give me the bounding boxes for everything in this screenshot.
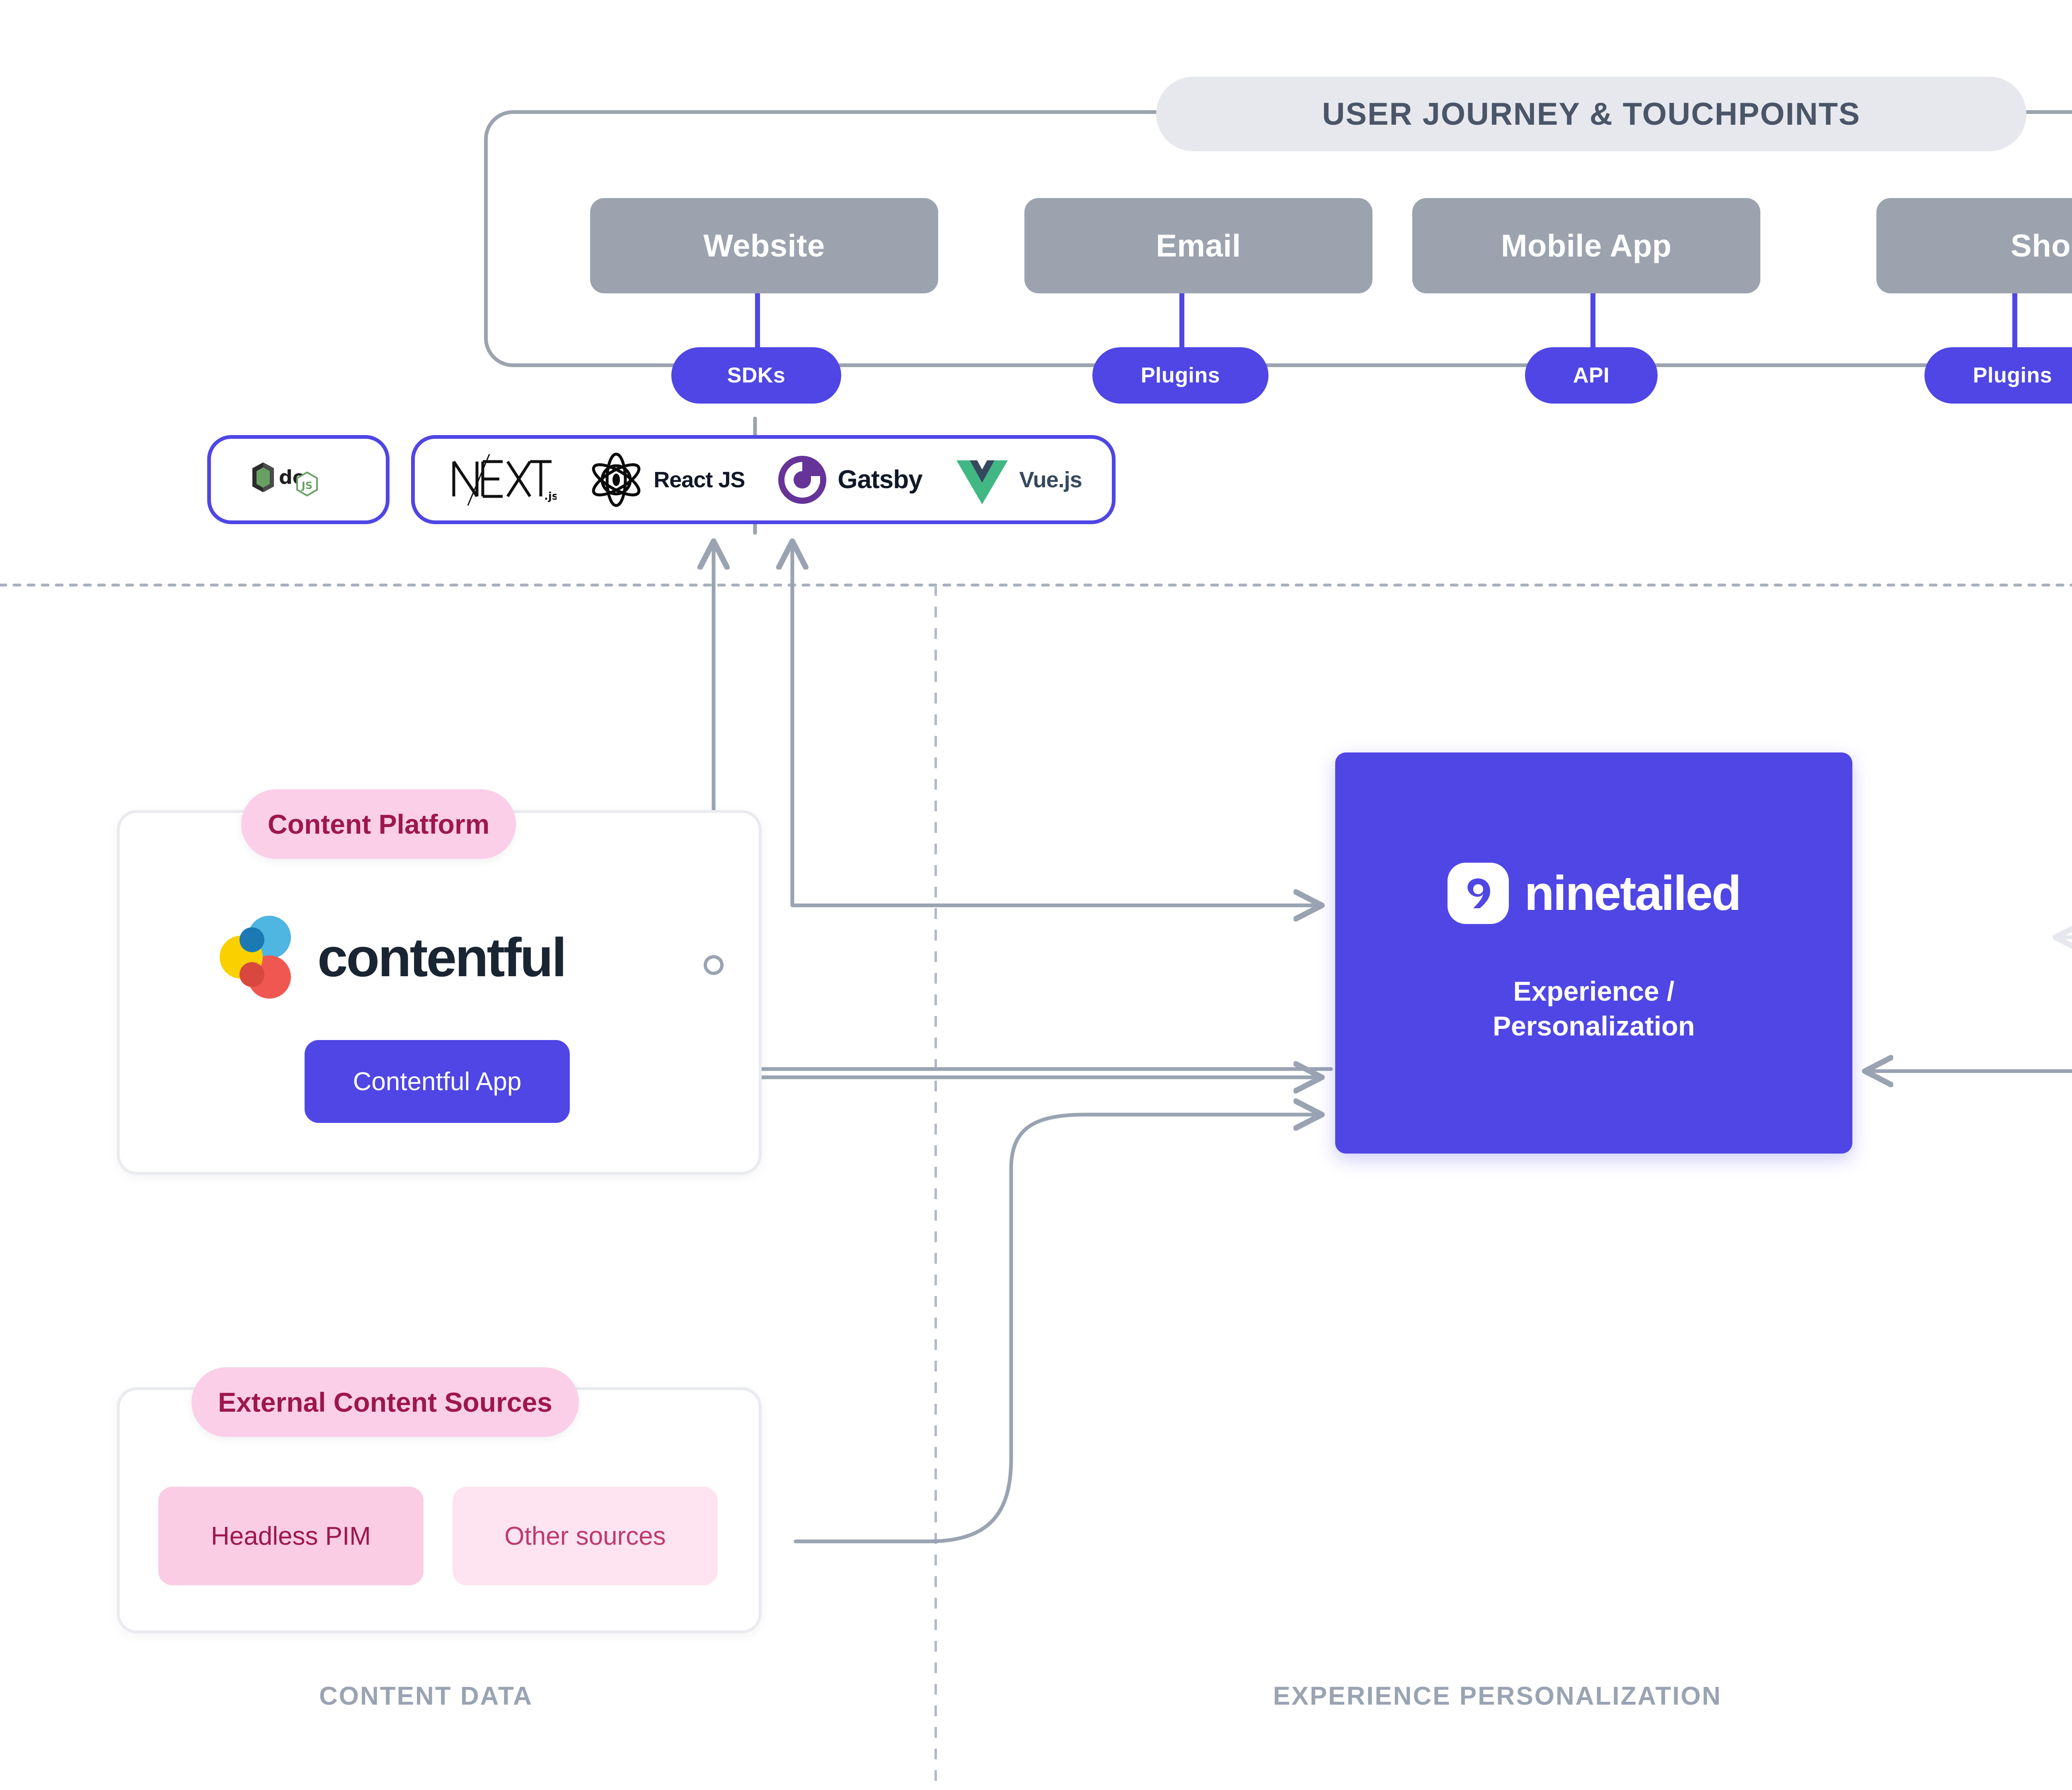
react-logo-label: React JS (654, 467, 745, 492)
vuejs-logo-label: Vue.js (1019, 467, 1082, 492)
touchpoint-mobile-app[interactable]: Mobile App (1412, 198, 1760, 293)
touchpoint-email[interactable]: Email (1024, 198, 1372, 293)
stem-website (755, 293, 760, 351)
badge-external-content-sources: External Content Sources (191, 1367, 579, 1437)
gatsby-logo-label: Gatsby (838, 465, 922, 494)
gatsby-logo: Gatsby (775, 453, 923, 507)
chip-headless-pim[interactable]: Headless PIM (158, 1487, 424, 1585)
touchpoint-website[interactable]: Website (590, 198, 938, 293)
nextjs-logo: .js (445, 448, 559, 512)
connector-pill-plugins-email[interactable]: Plugins (1092, 347, 1268, 404)
frontend-frameworks-box[interactable]: .js React JS Gatsby (411, 435, 1116, 524)
runtime-nodejs-box[interactable]: de JS (207, 435, 390, 524)
vuejs-logo: Vue.js (953, 453, 1082, 507)
react-logo: React JS (587, 449, 745, 511)
stem-shop (2012, 293, 2017, 351)
ninetailed-wordmark: ninetailed (1524, 866, 1742, 921)
ninetailed-core-box[interactable]: ninetailed Experience / Personalization (1335, 752, 1852, 1154)
svg-text:JS: JS (301, 480, 312, 491)
contentful-connector-dot (704, 955, 724, 975)
contentful-logo: contentful (203, 907, 567, 1007)
chip-other-sources[interactable]: Other sources (453, 1487, 718, 1585)
stem-email (1179, 293, 1184, 351)
connector-pill-sdks[interactable]: SDKs (671, 347, 841, 404)
connector-pill-plugins-shop[interactable]: Plugins (1924, 347, 2072, 404)
page-title: USER JOURNEY & TOUCHPOINTS (1156, 77, 2026, 151)
core-subtitle-line1: Experience / (1513, 975, 1675, 1006)
svg-text:.js: .js (544, 490, 557, 503)
nodejs-logo: de JS (247, 455, 350, 505)
section-label-content-data: CONTENT DATA (319, 1682, 533, 1710)
contentful-wordmark: contentful (317, 926, 567, 988)
touchpoint-shop[interactable]: Shop (1876, 198, 2072, 293)
ninetailed-mark-icon (1447, 862, 1509, 924)
contentful-app-button[interactable]: Contentful App (305, 1040, 570, 1123)
section-label-experience-personalization: EXPERIENCE PERSONALIZATION (1273, 1682, 1722, 1710)
connector-pill-api-mobile[interactable]: API (1525, 347, 1658, 404)
badge-content-platform: Content Platform (241, 789, 516, 859)
stem-mobile-app (1590, 293, 1595, 351)
core-subtitle-line2: Personalization (1493, 1011, 1695, 1041)
